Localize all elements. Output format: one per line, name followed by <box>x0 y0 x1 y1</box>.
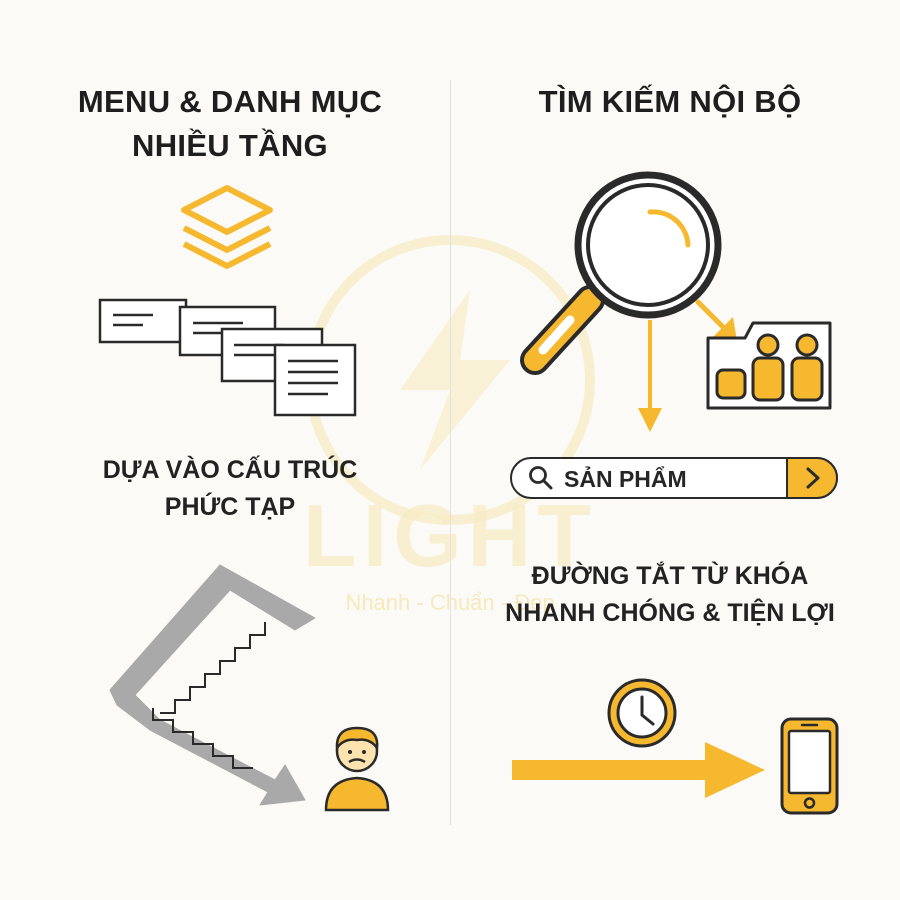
cascading-menus-icon <box>98 298 357 417</box>
layers-icon <box>181 185 273 269</box>
frustrated-person-icon <box>324 726 390 812</box>
left-caption-line2: PHỨC TẠP <box>164 493 296 521</box>
right-caption-line1: ĐƯỜNG TẮT TỪ KHÓA <box>531 562 809 590</box>
product-folder-icon <box>706 321 832 410</box>
down-arrow-icon <box>638 320 662 432</box>
watermark-brand: LIGHT <box>303 486 597 585</box>
fast-arrow-icon <box>512 742 765 798</box>
right-caption-line2: NHANH CHÓNG & TIỆN LỢI <box>505 599 835 627</box>
left-title: MENU & DANH MỤC NHIỀU TẦNG <box>40 80 420 168</box>
search-bar[interactable]: SẢN PHẨM <box>510 457 838 499</box>
left-title-line2: NHIỀU TẦNG <box>132 128 328 163</box>
magnifier-icon <box>520 171 722 375</box>
right-caption: ĐƯỜNG TẮT TỪ KHÓA NHANH CHÓNG & TIỆN LỢI <box>470 558 870 632</box>
diagonal-arrow-icon <box>695 299 737 341</box>
left-caption: DỰA VÀO CẤU TRÚC PHỨC TẠP <box>40 452 420 526</box>
right-title: TÌM KIẾM NỘI BỘ <box>538 84 802 119</box>
left-title-line1: MENU & DANH MỤC <box>77 84 383 119</box>
clock-icon <box>607 678 677 748</box>
staircase-arrow-icon <box>109 564 316 806</box>
chevron-right-icon <box>806 467 820 489</box>
panel-divider <box>450 80 451 825</box>
left-caption-line1: DỰA VÀO CẤU TRÚC <box>102 456 358 484</box>
smartphone-icon <box>780 717 839 815</box>
search-submit-button[interactable] <box>786 457 838 499</box>
search-icon <box>529 466 553 490</box>
search-input-text: SẢN PHẨM <box>564 466 687 492</box>
